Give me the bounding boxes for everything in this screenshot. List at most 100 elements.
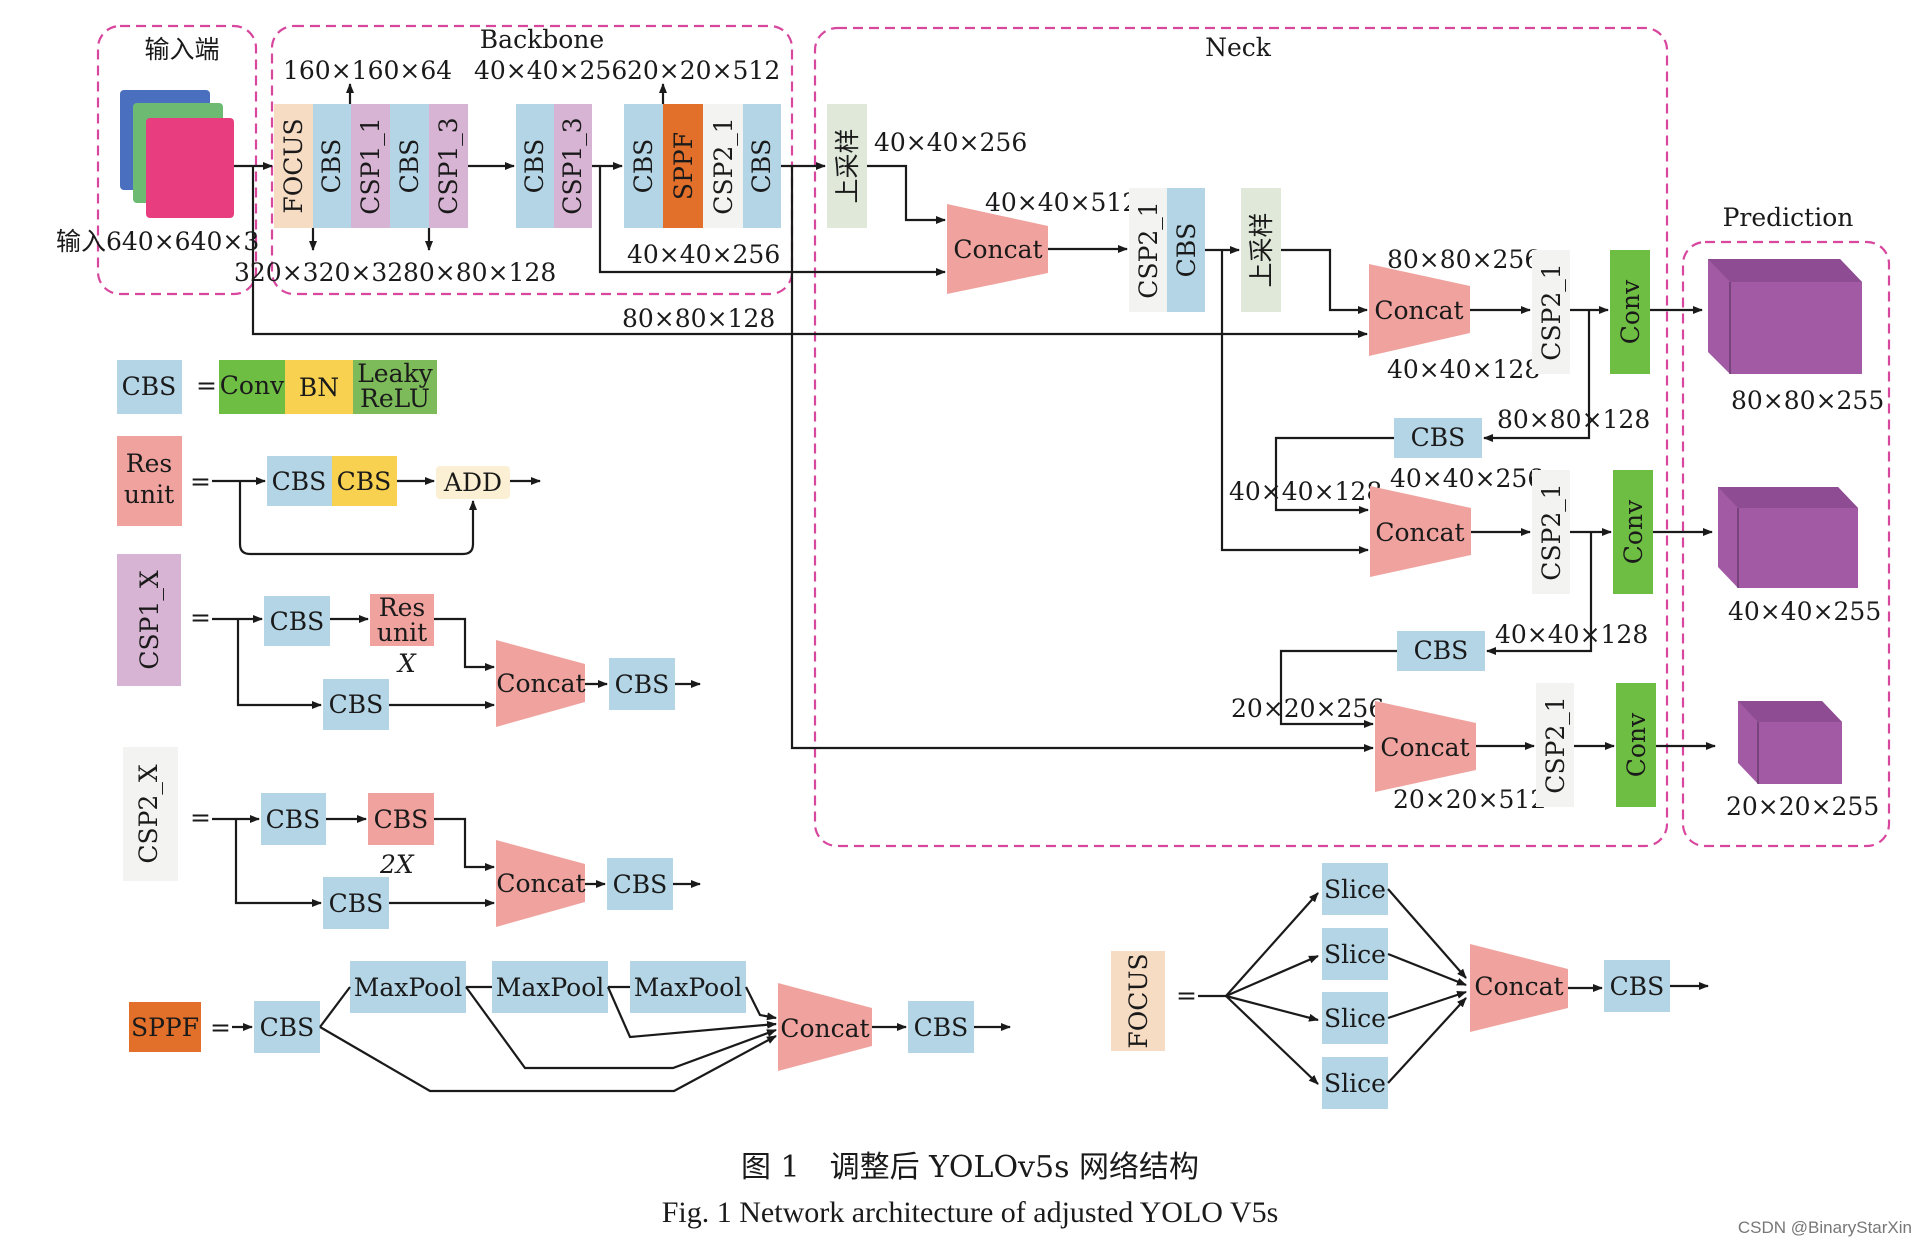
upsample-block-1 [827,104,867,228]
legend-csp1x-cbs-3 [609,658,675,710]
legend-csp1x-equals: = [190,603,211,632]
legend-conv-block [219,360,285,414]
concat-block-1-label: Concat [953,235,1042,264]
csp1-3-block-1-label: CSP1_3 [434,117,463,214]
size-160: 160×160×64 [283,56,452,85]
legend-sppf-label: SPPF [131,1013,199,1042]
csp2-1-block-neck-3-label: CSP2_1 [1537,483,1566,580]
pred-cube-80-front [1708,259,1862,374]
cbs-block-3-label: CBS [520,139,549,194]
legend-csp1x-concat-label: Concat [496,669,585,698]
backbone-section-title: Backbone [480,25,604,54]
cbs-block-5 [743,104,781,228]
pred-size-20: 20×20×255 [1726,792,1879,821]
legend-maxpool-2-label: MaxPool [496,973,605,1002]
legend-csp1x-cbs-2 [323,679,389,730]
legend-csp2x-cbs-1 [261,793,326,845]
prediction-frame [1681,240,1891,848]
legend-csp2x-cbs-red-label: CBS [374,805,429,834]
conv-block-2-label: Conv [1619,499,1648,564]
legend-maxpool-1 [350,961,466,1013]
csp2-1-block-neck-1 [1129,188,1167,312]
cbs-block-neck-1-label: CBS [1172,223,1201,278]
legend-csp1x-res [370,594,434,646]
legend-focus-concat [1470,944,1568,1032]
conv-block-3-label: Conv [1622,712,1651,777]
legend-add-label: ADD [443,468,502,497]
cbs-block-neck-3-label: CBS [1414,636,1469,665]
size-80-128-long: 80×80×128 [622,304,775,333]
input-frame [96,24,258,296]
caption-en: Fig. 1 Network architecture of adjusted … [662,1196,1279,1229]
caption-zh: 图 1 调整后 YOLOv5s 网络结构 [741,1150,1199,1185]
cbs-block-2 [390,104,429,228]
legend-csp2x-cbs-3-label: CBS [613,870,668,899]
legend-maxpool-1-label: MaxPool [354,973,463,1002]
focus-block [274,104,313,228]
legend-csp2x-cbs-3 [607,858,673,910]
conv-block-3 [1616,683,1656,807]
prediction-section-title: Prediction [1723,203,1854,232]
size-80-256: 80×80×256 [1387,245,1540,274]
legend-csp2x-block [123,747,178,881]
cbs-block-4 [624,104,663,228]
legend-slice-3 [1322,992,1388,1044]
legend-csp2x-concat [496,840,585,927]
size-80-128: 80×80×128 [403,258,556,287]
legend-bn-block [285,360,353,414]
concat-block-4-label: Concat [1380,733,1469,762]
size-20-512-top: 20×20×512 [627,56,780,85]
legend-csp1x-cbs-1-label: CBS [270,607,325,636]
legend-focus-equals: = [1176,981,1197,1010]
legend-conv-label: Conv [220,371,285,400]
legend-csp1x-x: X [396,649,417,678]
legend-focus-label: FOCUS [1124,953,1153,1048]
legend-maxpool-3 [630,961,746,1013]
size-40-256-neck: 40×40×256 [1390,464,1543,493]
conv-block-1 [1610,250,1650,374]
csp1-3-block-1 [429,104,468,228]
legend-csp1x-block [117,554,181,686]
legend-maxpool-2 [492,961,608,1013]
legend-res-label-2: unit [124,480,174,509]
concat-block-4 [1375,701,1476,792]
cbs-block-1 [313,104,351,228]
legend-cbs-label: CBS [122,372,177,401]
csp2-1-block-neck-2-label: CSP2_1 [1537,263,1566,360]
cbs-block-1-label: CBS [317,139,346,194]
legend-cbs-equals: = [196,371,217,400]
legend-csp2x-equals: = [190,803,211,832]
focus-block-label: FOCUS [279,118,308,213]
input-section-title: 输入端 [144,35,219,64]
legend-res-cbs-1 [267,456,332,506]
pred-size-80: 80×80×255 [1731,386,1884,415]
neck-section-title: Neck [1205,33,1272,62]
legend-csp2x-concat-label: Concat [496,869,585,898]
legend-res-label-1: Res [126,449,172,478]
legend-csp1x-res-label-2: unit [377,618,427,647]
csp2-1-block-neck-4-label: CSP2_1 [1541,696,1570,793]
legend-slice-4-label: Slice [1324,1069,1386,1098]
cbs-block-neck-1 [1167,188,1205,312]
concat-block-1 [947,204,1048,294]
legend-slice-3-label: Slice [1324,1004,1386,1033]
legend-sppf-cbs-1-label: CBS [260,1013,315,1042]
legend-focus-block [1111,951,1165,1051]
watermark: CSDN @BinaryStarXin [1738,1218,1912,1237]
csp2-1-block-neck-2 [1532,250,1570,374]
legend-csp1x-res-label-1: Res [379,593,425,622]
legend-relu-block [353,360,437,414]
legend-res-cbs-1-label: CBS [272,467,327,496]
concat-block-2-label: Concat [1374,296,1463,325]
csp1-1-block [351,104,390,228]
cbs-block-neck-2-label: CBS [1411,423,1466,452]
legend-res-cbs-2-label: CBS [337,467,392,496]
pred-cube-40-top [1718,487,1858,508]
legend-focus-cbs [1604,960,1670,1012]
legend-csp1x-concat [496,640,585,727]
legend-csp1x-cbs-1 [264,596,330,646]
legend-csp2x-cbs-2-label: CBS [329,889,384,918]
legend-slice-2-label: Slice [1324,940,1386,969]
csp2-1-block-neck-3 [1532,470,1570,594]
